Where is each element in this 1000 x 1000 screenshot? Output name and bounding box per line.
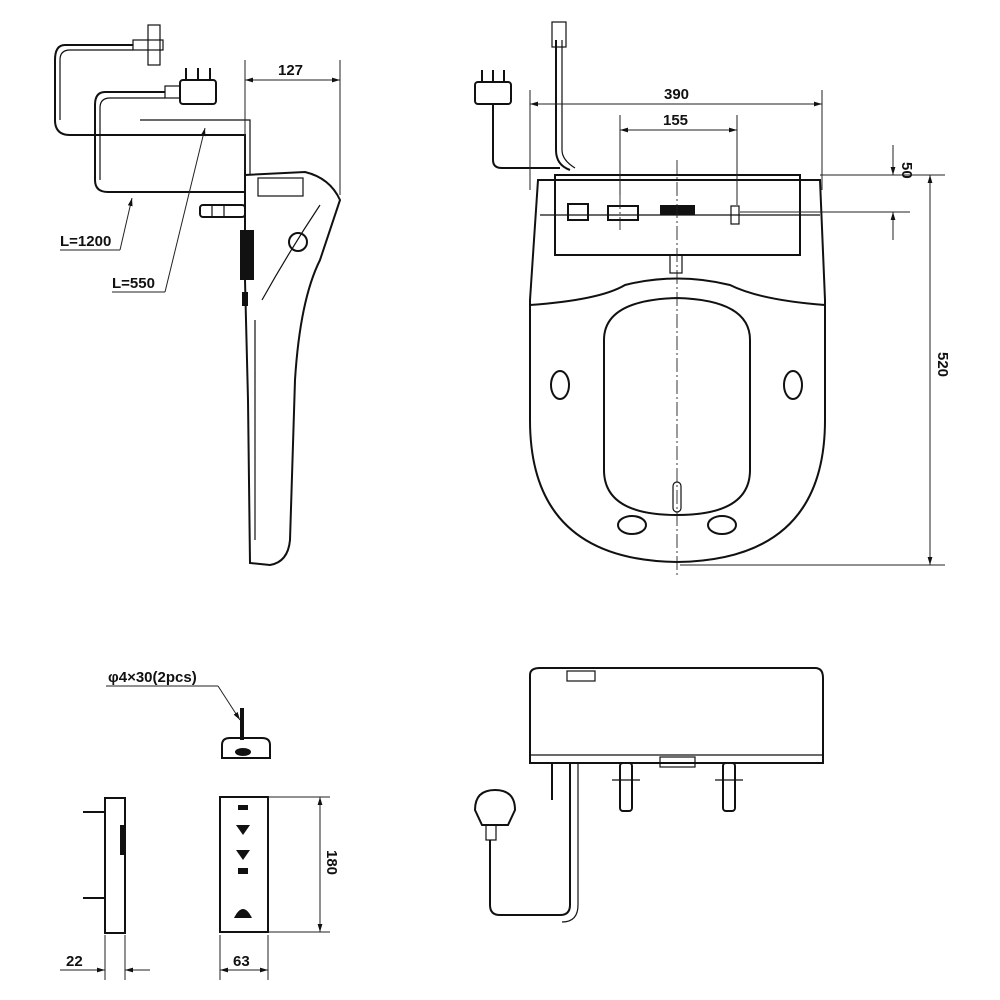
screw-anchor-icon [221, 708, 271, 759]
seat-opening [603, 296, 751, 517]
bolt-spacing-label: 155 [663, 112, 688, 129]
seat-side-body [244, 170, 342, 567]
bracket-views: φ4×30(2pcs) 22 180 63 [60, 669, 340, 980]
seat-rear-body [529, 667, 824, 764]
cable2-length-label: L=550 [112, 275, 155, 292]
water-valve-icon [551, 21, 567, 48]
screw-spec-label: φ4×30(2pcs) [108, 669, 197, 686]
seat-outline [529, 179, 826, 564]
bracket-front [219, 796, 269, 933]
height-label: 180 [323, 850, 340, 875]
hose-nipple-icon [199, 204, 246, 218]
power-plug-icon [164, 68, 217, 105]
water-valve-icon [132, 24, 164, 66]
depth-dimension-label: 127 [278, 62, 303, 79]
bracket-width-label: 63 [233, 953, 250, 970]
bolt-offset-label: 50 [898, 162, 915, 179]
water-hose-1200 [54, 44, 133, 136]
cable1-length-label: L=1200 [60, 233, 111, 250]
power-plug-icon [474, 70, 512, 105]
rear-view [473, 667, 824, 923]
bracket-side [104, 797, 126, 934]
hose-nipple-icon [612, 762, 743, 812]
width-dimension-label: 390 [664, 86, 689, 103]
power-cord-550 [94, 91, 245, 193]
power-plug-icon [473, 788, 517, 841]
side-view: 127 L=1200 L=550 [54, 24, 342, 567]
thickness-label: 22 [66, 953, 83, 970]
length-dimension-label: 520 [934, 352, 951, 377]
top-view: 390 155 50 520 [474, 21, 951, 578]
